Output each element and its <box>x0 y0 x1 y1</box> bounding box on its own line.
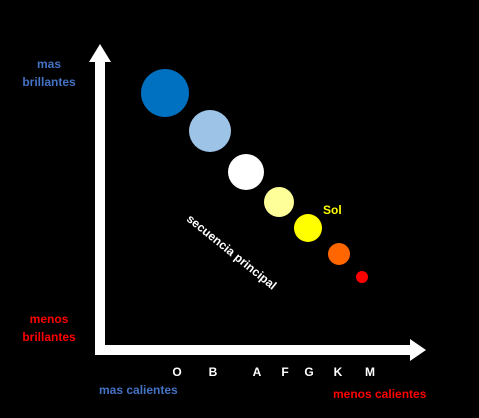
x-axis-arrowhead <box>410 339 426 361</box>
y-axis-shaft <box>95 58 105 355</box>
x-axis-label-hot: mas calientes <box>99 383 178 397</box>
star-k <box>328 243 350 265</box>
spectral-class-g: G <box>304 365 314 379</box>
star-f <box>264 187 294 217</box>
y-axis-label-dim-line1: menos <box>29 312 69 326</box>
star-g-sun <box>294 214 322 242</box>
star-b <box>189 110 231 152</box>
y-axis-arrow <box>89 44 111 355</box>
y-axis-label-bright: mas brillantes <box>18 55 80 91</box>
spectral-class-m: M <box>365 365 375 379</box>
y-axis-arrowhead <box>89 44 111 62</box>
spectral-class-f: F <box>281 365 289 379</box>
x-axis-label-cool: menos calientes <box>333 387 427 401</box>
x-axis-arrow <box>95 339 426 361</box>
y-axis-label-bright-line1: mas <box>36 57 62 71</box>
spectral-class-k: K <box>333 365 343 379</box>
y-axis-label-dim: menos brillantes <box>18 310 80 346</box>
spectral-class-a: A <box>252 365 262 379</box>
main-sequence-stars <box>141 69 368 283</box>
sun-label: Sol <box>323 203 342 217</box>
y-axis-label-dim-line2: brillantes <box>22 330 76 344</box>
star-a <box>228 154 264 190</box>
spectral-class-o: O <box>172 365 182 379</box>
x-axis-shaft <box>95 345 413 355</box>
star-o <box>141 69 189 117</box>
y-axis-label-bright-line2: brillantes <box>22 75 76 89</box>
star-m <box>356 271 368 283</box>
spectral-class-b: B <box>208 365 218 379</box>
